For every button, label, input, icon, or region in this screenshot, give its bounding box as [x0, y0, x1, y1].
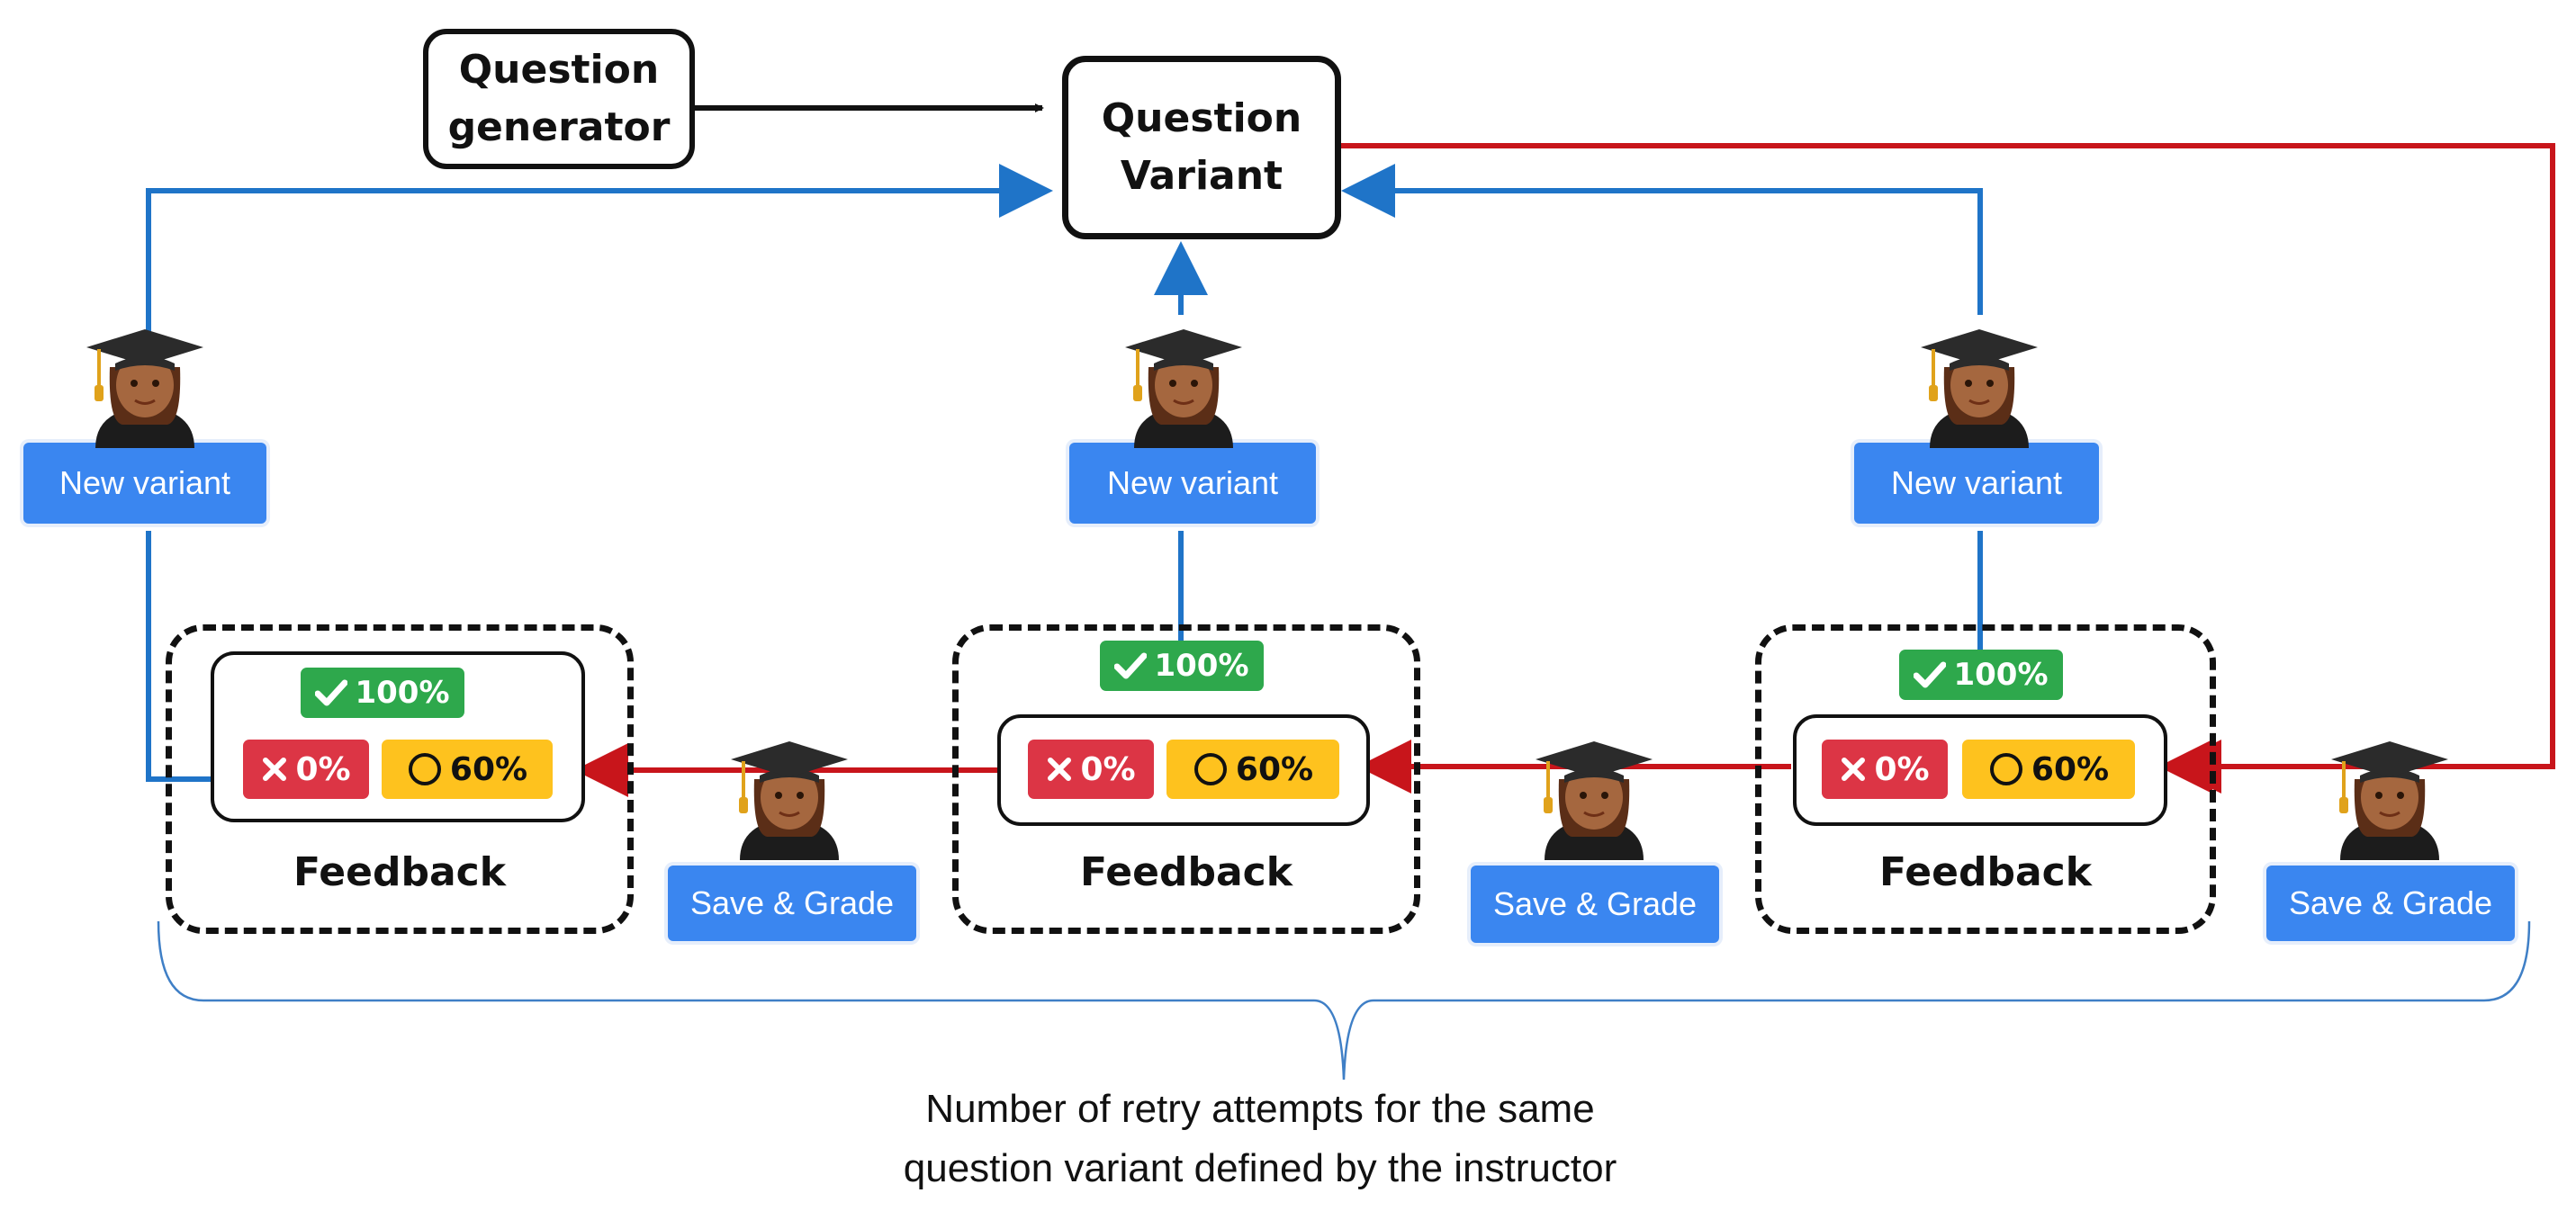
feedback-label-left: Feedback	[293, 849, 506, 895]
circle-icon	[408, 753, 441, 785]
feedback-group-left	[166, 624, 634, 934]
circle-icon	[1193, 753, 1227, 785]
right-to-variant-arrow	[1341, 164, 1983, 315]
save-grade-button-middle[interactable]: Save & Grade	[1471, 866, 1719, 943]
student-graduate-icon	[1536, 741, 1653, 860]
student-graduate-icon	[731, 741, 848, 860]
correct-score: 100%	[1154, 648, 1249, 684]
partial-badge-right: 60%	[1962, 740, 2135, 799]
incorrect-score: 0%	[295, 750, 351, 788]
correct-badge-left: 100%	[301, 668, 464, 718]
left-to-variant-arrow	[146, 164, 1053, 439]
left-new-variant-flow	[146, 531, 211, 782]
question-variant-node: Question Variant	[1062, 56, 1341, 239]
partial-badge-left: 60%	[382, 740, 553, 799]
cross-icon	[1842, 758, 1866, 781]
caption-line-1: Number of retry attempts for the same	[925, 1087, 1595, 1131]
incorrect-badge-left: 0%	[243, 740, 369, 799]
question-generator-node: Question generator	[423, 29, 695, 169]
save-grade-button-left[interactable]: Save & Grade	[668, 866, 916, 941]
new-variant-button-middle[interactable]: New variant	[1069, 443, 1316, 524]
correct-score: 100%	[355, 675, 450, 711]
student-graduate-icon	[2331, 741, 2448, 860]
correct-badge-middle: 100%	[1100, 641, 1264, 691]
new-variant-button-left[interactable]: New variant	[23, 443, 266, 524]
student-graduate-icon	[86, 329, 203, 448]
check-icon	[315, 679, 348, 706]
incorrect-badge-right: 0%	[1822, 740, 1948, 799]
incorrect-badge-middle: 0%	[1028, 740, 1154, 799]
save-grade-button-right[interactable]: Save & Grade	[2266, 866, 2515, 941]
student-graduate-icon	[1921, 329, 2038, 448]
student-graduate-icon	[1125, 329, 1242, 448]
retry-attempts-brace	[157, 920, 2531, 1081]
cross-icon	[263, 758, 287, 781]
check-icon	[1914, 661, 1947, 688]
retry-attempts-caption: Number of retry attempts for the same qu…	[810, 1080, 1710, 1198]
circle-icon	[1989, 753, 2022, 785]
feedback-label-middle: Feedback	[1080, 849, 1293, 895]
partial-score: 60%	[449, 750, 528, 788]
feedback-label-right: Feedback	[1879, 849, 2092, 895]
feedback-group-middle	[952, 624, 1420, 934]
correct-score: 100%	[1953, 657, 2049, 693]
caption-line-2: question variant defined by the instruct…	[903, 1146, 1617, 1190]
partial-score: 60%	[1235, 750, 1314, 788]
incorrect-score: 0%	[1080, 750, 1136, 788]
partial-score: 60%	[2031, 750, 2110, 788]
check-icon	[1114, 652, 1148, 679]
feedback-group-right	[1755, 624, 2216, 934]
partial-badge-middle: 60%	[1166, 740, 1339, 799]
cross-icon	[1048, 758, 1072, 781]
incorrect-score: 0%	[1874, 750, 1930, 788]
correct-badge-right: 100%	[1899, 650, 2063, 700]
new-variant-button-right[interactable]: New variant	[1854, 443, 2099, 524]
